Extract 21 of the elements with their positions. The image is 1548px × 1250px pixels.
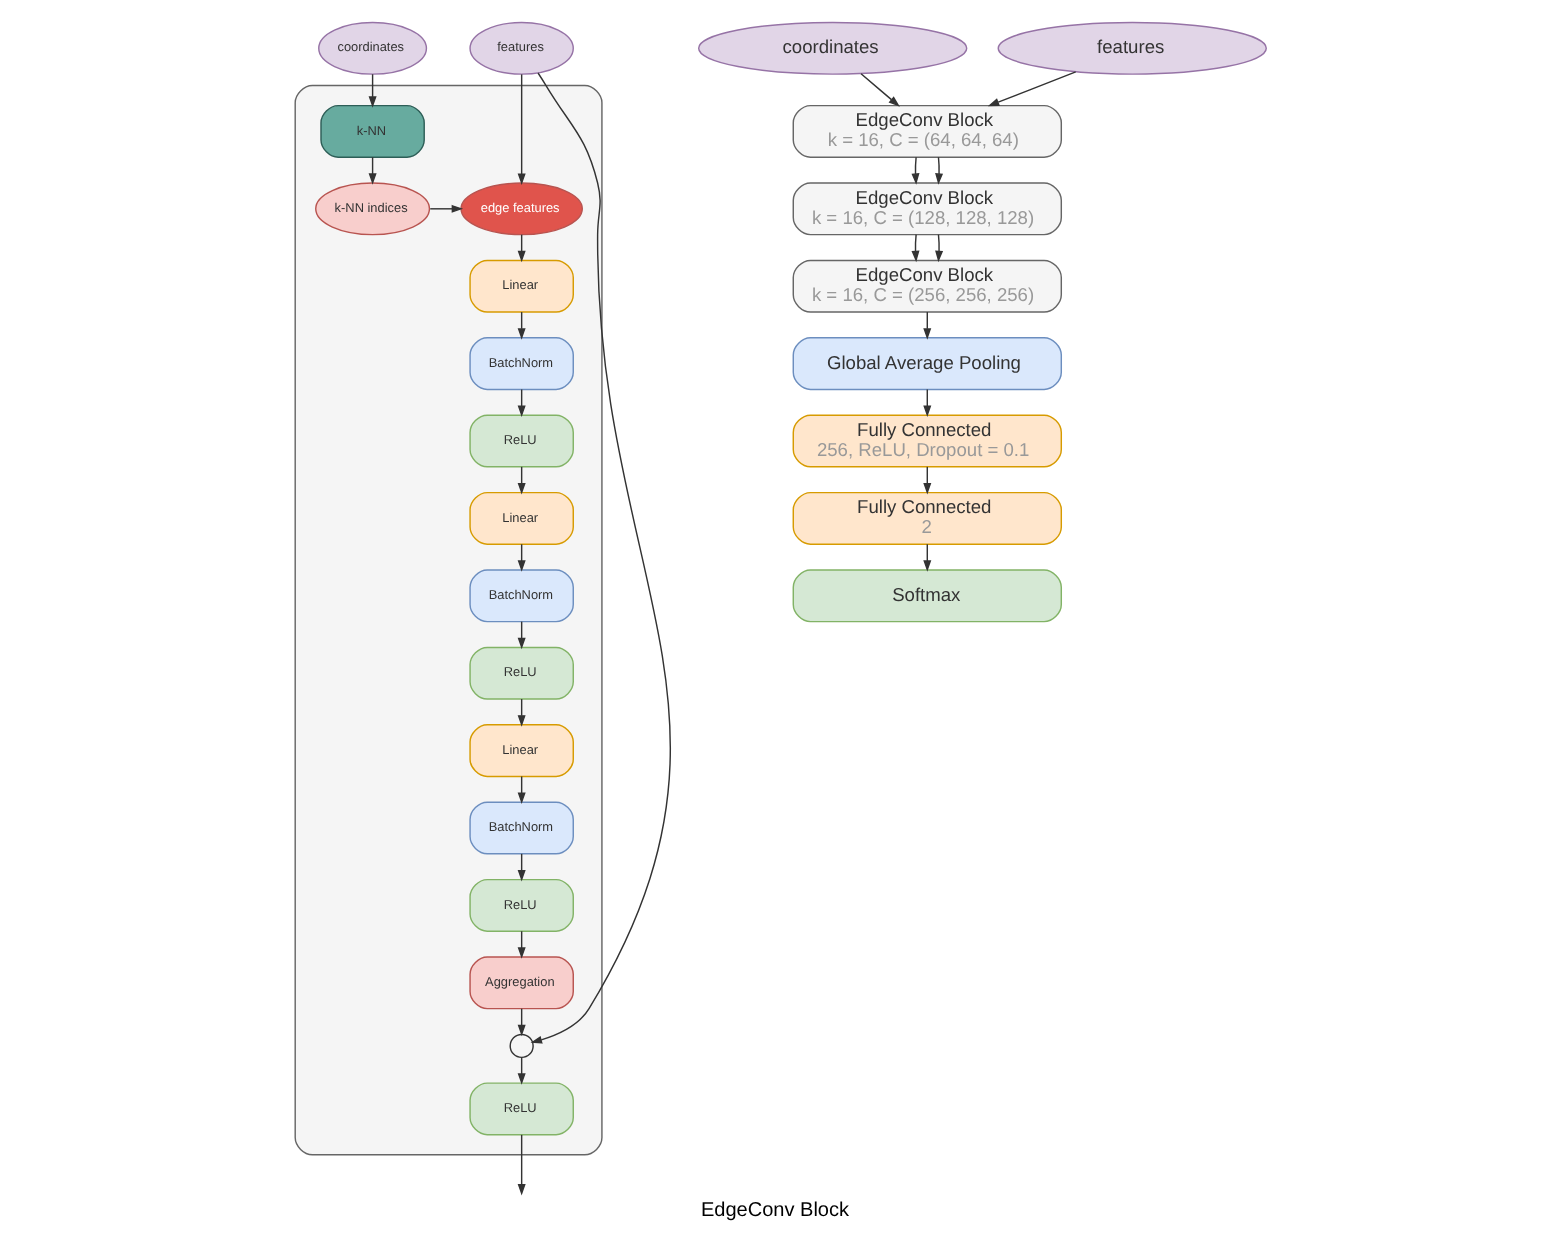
arrow [516, 73, 525, 186]
caption: EdgeConv Block [699, 1200, 849, 1223]
node-box: Global Average Pooling [791, 337, 1061, 391]
node-box: EdgeConv Block k = 16, C = (256, 256, 256) [791, 259, 1061, 313]
arrow [986, 71, 1076, 107]
node-ellipse: coordinates [696, 21, 967, 75]
node-box: EdgeConv Block k = 16, C = (128, 128, 128) [791, 182, 1061, 236]
arrow [529, 72, 670, 1044]
arrow [428, 204, 463, 213]
arrow [934, 156, 943, 185]
node-box: Softmax [791, 569, 1061, 623]
arrow [367, 73, 376, 108]
arrow [516, 1134, 525, 1196]
node-ellipse: features [996, 21, 1266, 75]
arrow [934, 233, 943, 263]
node-circle [508, 1033, 533, 1059]
node-box: Fully Connected 256, ReLU, Dropout = 0.1 [791, 414, 1061, 468]
arrow [859, 73, 899, 107]
node-box: EdgeConv Block k = 16, C = (64, 64, 64) [791, 104, 1061, 158]
node-box: Fully Connected 2 [791, 491, 1061, 545]
cluster [293, 84, 602, 1156]
